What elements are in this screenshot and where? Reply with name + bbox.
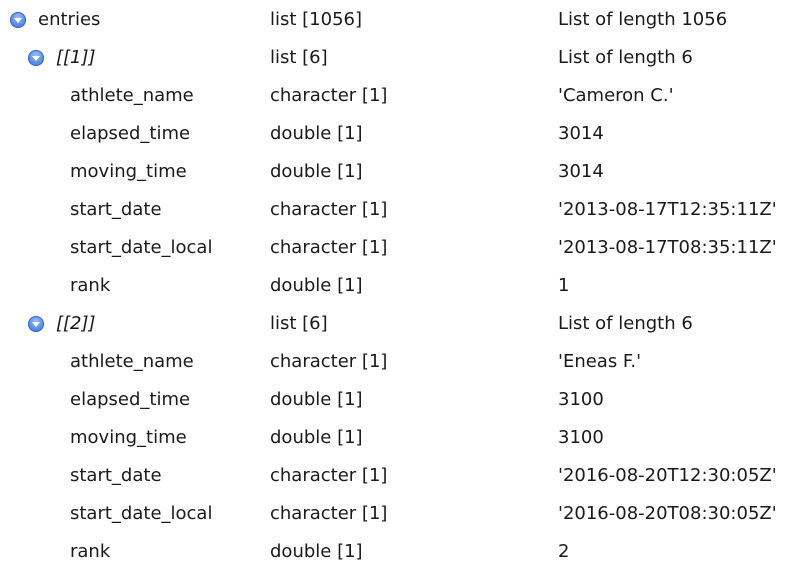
- tree-row-type: list [1056]: [270, 9, 363, 30]
- tree-row-name: rank: [70, 541, 111, 562]
- tree-row-type: list [6]: [270, 47, 328, 68]
- tree-row-field[interactable]: start_date character [1] '2016-08-20T12:…: [0, 457, 808, 495]
- tree-row-value: '2013-08-17T12:35:11Z': [558, 199, 777, 220]
- tree-row-field[interactable]: start_date_local character [1] '2013-08-…: [0, 229, 808, 267]
- tree-row-type: list [6]: [270, 313, 328, 334]
- tree-row-name: moving_time: [70, 161, 187, 182]
- tree-row-value: 3014: [558, 161, 604, 182]
- tree-row-value: 3014: [558, 123, 604, 144]
- tree-row-type: double [1]: [270, 389, 363, 410]
- tree-row-value: 'Eneas F.': [558, 351, 642, 372]
- tree-row-name: athlete_name: [70, 85, 194, 106]
- tree-row-name: entries: [38, 9, 101, 30]
- tree-row-field[interactable]: moving_time double [1] 3014: [0, 153, 808, 191]
- tree-row-type: character [1]: [270, 237, 388, 258]
- tree-row-name: start_date_local: [70, 503, 213, 524]
- collapse-toggle-icon[interactable]: [28, 316, 44, 332]
- tree-row-value: 2: [558, 541, 570, 562]
- tree-row-value: 3100: [558, 427, 604, 448]
- tree-row-name: elapsed_time: [70, 389, 191, 410]
- tree-row-type: character [1]: [270, 351, 388, 372]
- tree-row-value: List of length 1056: [558, 9, 728, 30]
- tree-row-type: double [1]: [270, 541, 363, 562]
- tree-row-field[interactable]: start_date_local character [1] '2016-08-…: [0, 495, 808, 533]
- tree-row-name: elapsed_time: [70, 123, 191, 144]
- tree-row-entries[interactable]: entries list [1056] List of length 1056: [0, 1, 808, 39]
- tree-row-name: start_date: [70, 465, 162, 486]
- tree-row-group[interactable]: [[2]] list [6] List of length 6: [0, 305, 808, 343]
- tree-row-field[interactable]: elapsed_time double [1] 3100: [0, 381, 808, 419]
- collapse-toggle-icon[interactable]: [28, 50, 44, 66]
- tree-row-name: [[1]]: [56, 47, 96, 68]
- tree-row-value: '2016-08-20T12:30:05Z': [558, 465, 777, 486]
- tree-row-name: start_date: [70, 199, 162, 220]
- tree-row-type: double [1]: [270, 427, 363, 448]
- tree-row-type: character [1]: [270, 503, 388, 524]
- tree-row-value: 3100: [558, 389, 604, 410]
- tree-row-field[interactable]: start_date character [1] '2013-08-17T12:…: [0, 191, 808, 229]
- tree-row-field[interactable]: athlete_name character [1] 'Cameron C.': [0, 77, 808, 115]
- tree-row-field[interactable]: athlete_name character [1] 'Eneas F.': [0, 343, 808, 381]
- tree-row-value: List of length 6: [558, 47, 693, 68]
- tree-row-type: double [1]: [270, 275, 363, 296]
- tree-row-field[interactable]: rank double [1] 1: [0, 267, 808, 305]
- tree-row-type: character [1]: [270, 465, 388, 486]
- tree-row-type: double [1]: [270, 161, 363, 182]
- tree-row-name: rank: [70, 275, 111, 296]
- tree-row-value: List of length 6: [558, 313, 693, 334]
- tree-row-value: '2016-08-20T08:30:05Z': [558, 503, 777, 524]
- tree-row-type: character [1]: [270, 85, 388, 106]
- tree-row-type: double [1]: [270, 123, 363, 144]
- tree-row-name: moving_time: [70, 427, 187, 448]
- tree-row-value: 'Cameron C.': [558, 85, 674, 106]
- tree-row-value: 1: [558, 275, 570, 296]
- tree-row-field[interactable]: rank double [1] 2: [0, 533, 808, 571]
- tree-row-name: athlete_name: [70, 351, 194, 372]
- tree-row-value: '2013-08-17T08:35:11Z': [558, 237, 777, 258]
- tree-row-name: start_date_local: [70, 237, 213, 258]
- collapse-toggle-icon[interactable]: [10, 12, 26, 28]
- tree-row-field[interactable]: elapsed_time double [1] 3014: [0, 115, 808, 153]
- tree-row-group[interactable]: [[1]] list [6] List of length 6: [0, 39, 808, 77]
- tree-row-field[interactable]: moving_time double [1] 3100: [0, 419, 808, 457]
- tree-row-name: [[2]]: [56, 313, 96, 334]
- tree-row-type: character [1]: [270, 199, 388, 220]
